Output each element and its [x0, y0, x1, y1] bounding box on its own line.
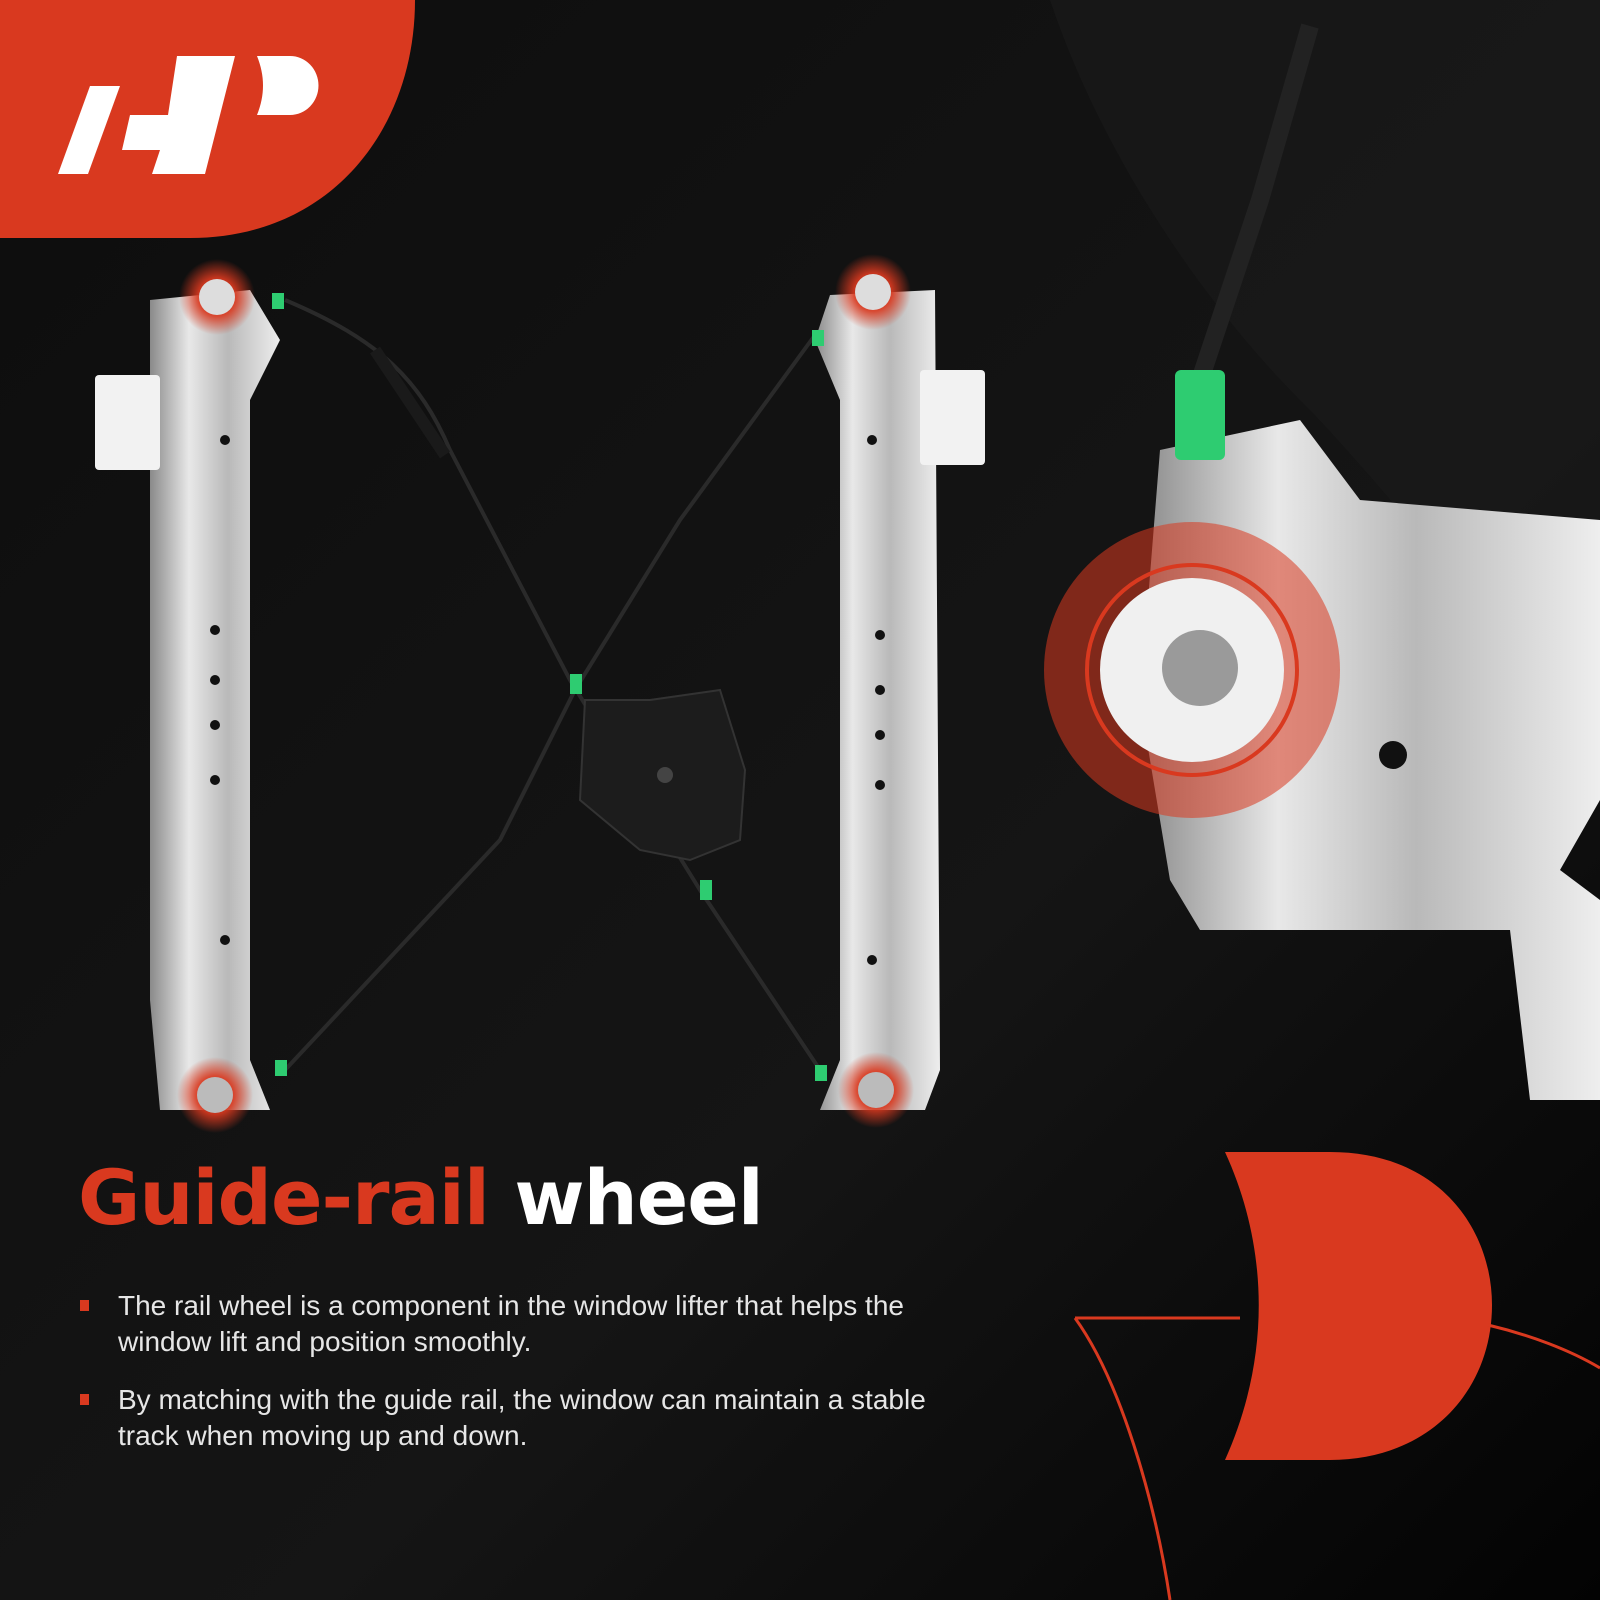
- cable-clips: [272, 293, 827, 1081]
- right-guide-rail: [815, 290, 985, 1110]
- feature-list: The rail wheel is a component in the win…: [80, 1288, 960, 1476]
- feature-text: The rail wheel is a component in the win…: [118, 1290, 904, 1357]
- headline-plain: wheel: [514, 1153, 763, 1242]
- bullet-square-icon: [80, 1394, 89, 1405]
- guide-rail-wheels: [177, 254, 914, 1133]
- brand-logo: [0, 0, 415, 238]
- headline: Guide-rail wheel: [78, 1160, 764, 1236]
- bullet-square-icon: [80, 1300, 89, 1311]
- decorative-d-shape: [1073, 1152, 1600, 1600]
- headline-accent: Guide-rail: [78, 1153, 490, 1242]
- left-guide-rail: [95, 290, 280, 1110]
- wheel-closeup: [1044, 23, 1600, 1100]
- feature-item: The rail wheel is a component in the win…: [80, 1288, 960, 1360]
- feature-item: By matching with the guide rail, the win…: [80, 1382, 960, 1454]
- feature-text: By matching with the guide rail, the win…: [118, 1384, 926, 1451]
